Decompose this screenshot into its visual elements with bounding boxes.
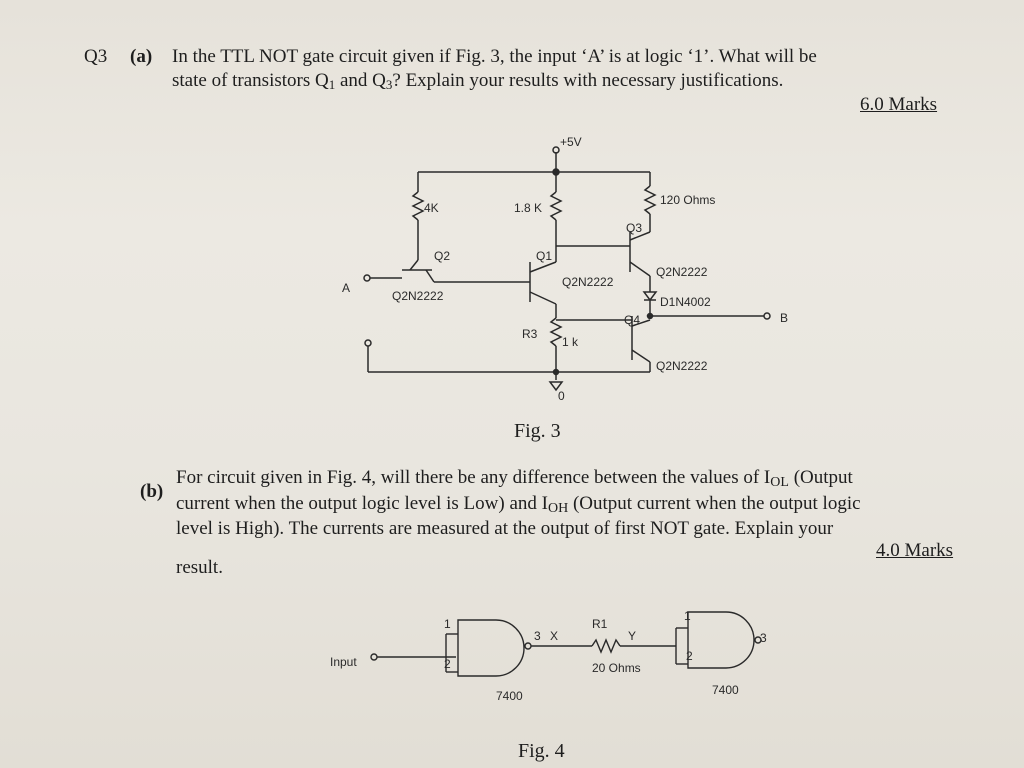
fig3-caption: Fig. 3 <box>514 420 561 442</box>
q1-label: Q1 <box>536 249 552 263</box>
ground-label: 0 <box>558 389 565 403</box>
subscript: OH <box>547 501 569 516</box>
part-b-label: (b) <box>140 481 164 502</box>
g1-pin3: 3 <box>534 629 541 643</box>
g2-pin3: 3 <box>760 631 767 645</box>
g2-pin2: 2 <box>686 649 693 663</box>
node-y-label: Y <box>628 629 636 643</box>
subscript: 1 <box>328 77 336 92</box>
q2-label: Q2 <box>434 249 450 263</box>
fig4-input-label: Input <box>330 655 357 669</box>
g2-pin1: 1 <box>684 609 691 623</box>
q3-label: Q3 <box>626 221 642 235</box>
q4-label: Q4 <box>624 313 640 327</box>
input-a-label: A <box>342 281 350 295</box>
part-b-text: (Output <box>788 467 853 488</box>
part-a-text: and Q <box>335 70 386 91</box>
part-b-line1: For circuit given in Fig. 4, will there … <box>176 466 853 495</box>
part-a-line1: In the TTL NOT gate circuit given if Fig… <box>172 46 817 67</box>
part-b-marks: 4.0 Marks <box>876 540 954 561</box>
r3-value: 1 k <box>562 335 579 349</box>
subscript: OL <box>770 475 789 490</box>
r1-value: 20 Ohms <box>592 661 641 675</box>
question-number: Q3 <box>84 46 108 67</box>
part-a-line2: state of transistors Q1 and Q3? Explain … <box>172 69 783 97</box>
part-a-label: (a) <box>130 46 153 67</box>
q1-part-label: Q2N2222 <box>562 275 614 289</box>
output-b-label: B <box>780 311 788 325</box>
supply-label: +5V <box>560 135 582 149</box>
node-x-label: X <box>550 629 558 643</box>
part-a-text: state of transistors Q <box>172 70 329 91</box>
part-b-text: (Output current when the output logic <box>568 493 861 514</box>
part-a-marks: 6.0 Marks <box>860 94 938 115</box>
r3-label: R3 <box>522 327 538 341</box>
subscript: 3 <box>385 77 393 92</box>
fig4-caption: Fig. 4 <box>518 740 565 762</box>
part-b-line4: result. <box>176 557 223 578</box>
part-b-line3: level is High). The currents are measure… <box>176 518 834 539</box>
gate1-part: 7400 <box>496 689 523 703</box>
g1-pin2: 2 <box>444 657 451 671</box>
g1-pin1: 1 <box>444 617 451 631</box>
r-4k-label: 4K <box>424 201 439 215</box>
q3-part-label: Q2N2222 <box>656 265 708 279</box>
part-a-text: ? Explain your results with necessary ju… <box>392 70 784 91</box>
q2-part-label: Q2N2222 <box>392 289 444 303</box>
r-1-8k-label: 1.8 K <box>514 201 542 215</box>
part-b-text: For circuit given in Fig. 4, will there … <box>176 467 771 488</box>
part-b-line2: current when the output logic level is L… <box>176 492 861 521</box>
diode-label: D1N4002 <box>660 295 711 309</box>
gate2-part: 7400 <box>712 683 739 697</box>
part-b-text: current when the output logic level is L… <box>176 493 548 514</box>
r1-label: R1 <box>592 617 608 631</box>
r-120-label: 120 Ohms <box>660 193 715 207</box>
q4-part-label: Q2N2222 <box>656 359 708 373</box>
